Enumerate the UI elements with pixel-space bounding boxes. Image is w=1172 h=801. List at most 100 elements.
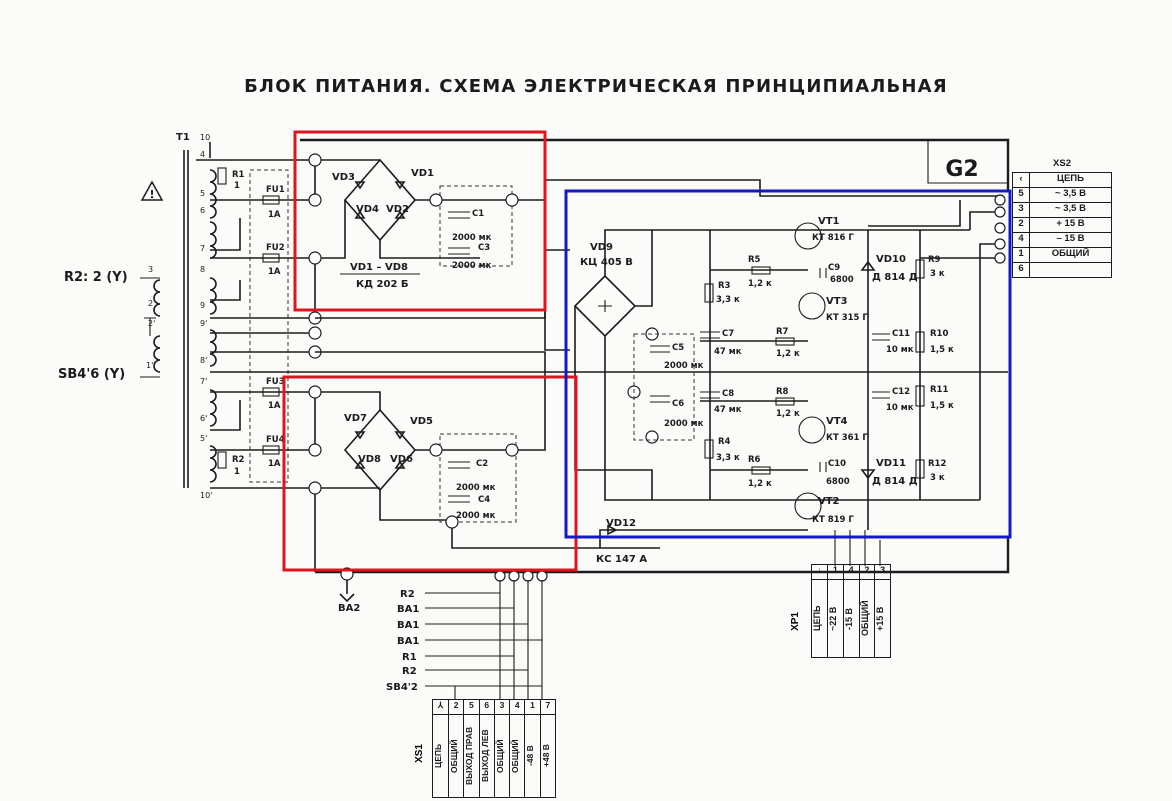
xs2-pin: 4: [1013, 233, 1030, 247]
r11-value: 1,5 к: [930, 401, 954, 411]
c7-value: 47 мк: [714, 347, 742, 357]
xs2-head: ЦЕПЬ: [1057, 173, 1084, 184]
ref-r2: R2: 2 (Y): [64, 270, 128, 285]
xs1-pin: 5: [464, 700, 479, 715]
r12-value: 3 к: [930, 473, 945, 483]
vd4-label: VD4: [356, 204, 379, 215]
r4-value: 3,3 к: [716, 453, 740, 463]
xs1-col: 7 +48 В: [540, 700, 555, 797]
xs2-pin: 3: [1013, 203, 1030, 217]
vd-type-label: КД 202 Б: [356, 279, 409, 290]
contact-node: [308, 153, 322, 167]
xs1-signal: ОБЩИЙ: [494, 739, 505, 773]
line-r2: R2: [400, 589, 415, 600]
xp1-col: 1~22 В: [828, 565, 844, 657]
block-id: G2: [945, 157, 978, 182]
page-title: БЛОК ПИТАНИЯ. СХЕМА ЭЛЕКТРИЧЕСКАЯ ПРИНЦИ…: [244, 76, 948, 97]
vt2-label: VT2: [818, 496, 840, 507]
t1-pin-5p: 5': [200, 434, 207, 443]
svg-text:FU1: FU1: [266, 185, 285, 195]
r9-value: 3 к: [930, 269, 945, 279]
t1-pin-10p: 10': [200, 491, 212, 500]
r1-value: 1: [234, 181, 240, 191]
vt3-label: VT3: [826, 296, 848, 307]
contact-node: [429, 193, 443, 207]
g2-tab: [927, 140, 1008, 184]
xs1-pin: 6: [479, 700, 494, 715]
resistor-r1-body: [217, 167, 227, 185]
lower-rectifier: VD7 VD5 VD8 VD6 C2 2000 мк C4 2000 мк: [315, 391, 517, 523]
svg-text:FU3: FU3: [266, 377, 285, 387]
contact-node: [308, 443, 322, 457]
line-r2b: R2: [402, 666, 417, 677]
xs1-signal: ВЫХОД ПРАВ: [464, 726, 475, 786]
c2-label: C2: [476, 459, 488, 469]
vd9-label: VD9: [590, 242, 613, 253]
xs2-signal: ~ 3,5 В: [1055, 203, 1086, 214]
vd11-label: VD11: [876, 458, 906, 469]
xs2-signal: – 15 В: [1056, 233, 1085, 244]
xp1-col: 4-15 В: [843, 565, 860, 657]
c10-label: C10: [828, 459, 846, 469]
xs2-ref: XS2: [1053, 158, 1071, 169]
r6-label: R6: [748, 455, 761, 465]
t1-pin-6p: 6': [200, 414, 207, 423]
t1-pin-9: 9: [200, 301, 205, 310]
xs1-pin: 2: [449, 700, 464, 715]
contact-node: [308, 251, 322, 265]
c11-value: 10 мк: [886, 345, 914, 355]
ba2-label: ВА2: [338, 603, 360, 614]
c9-value: 6800: [830, 275, 854, 285]
xs1-signal: +48 В: [540, 744, 551, 768]
xs2-signal: ОБЩИЙ: [1051, 248, 1090, 259]
xp1-signal: ОБЩИЙ: [859, 600, 870, 637]
c6-label: C6: [672, 399, 684, 409]
svg-text:FU4: FU4: [266, 435, 285, 445]
r5-value: 1,2 к: [748, 279, 772, 289]
vd-range-label: VD1 – VD8: [350, 262, 408, 273]
xp1-head: ЦЕПЬ: [812, 605, 822, 632]
xs1-pin: 1: [525, 700, 540, 715]
c10-value: 6800: [826, 477, 850, 487]
t1-pin-8: 8: [200, 265, 205, 274]
line-ba1-a: BA1: [397, 604, 419, 615]
vd1-label: VD1: [411, 168, 434, 179]
xs2-row: 5~ 3,5 В: [1013, 188, 1111, 203]
r12-label: R12: [928, 459, 946, 469]
r7-value: 1,2 к: [776, 349, 800, 359]
vt4-symbol: [798, 416, 826, 444]
r9-label: R9: [928, 255, 941, 265]
c3-label: C3: [478, 243, 490, 253]
block-outline-bottom: [315, 538, 1010, 574]
xs2-pin: 6: [1013, 263, 1030, 277]
contact-node: [308, 193, 322, 207]
xp1-pin: 3: [875, 565, 890, 580]
xs1-signal: ВЫХОД ЛЕВ: [479, 729, 490, 783]
xs1-pin: 7: [540, 700, 555, 715]
vt3-type: КТ 315 Г: [826, 313, 868, 323]
contact-node: [429, 443, 443, 457]
xs1-pin: 4: [510, 700, 525, 715]
c3-value: 2000 мк: [452, 261, 492, 271]
vd7-label: VD7: [344, 413, 367, 424]
c8-value: 47 мк: [714, 405, 742, 415]
c9-label: C9: [828, 263, 840, 273]
vt2-type: КТ 819 Г: [812, 515, 854, 525]
line-sb4: SB4'2: [386, 682, 418, 693]
ref-sb4: SB4'6 (Y): [58, 367, 125, 382]
r8-value: 1,2 к: [776, 409, 800, 419]
xs1-signal: ОБЩИЙ: [510, 739, 521, 773]
t1-pin-6: 6: [200, 206, 205, 215]
xs2-row: 3 ~ 3,5 В: [1013, 203, 1111, 218]
vd12-label: VD12: [606, 518, 636, 529]
